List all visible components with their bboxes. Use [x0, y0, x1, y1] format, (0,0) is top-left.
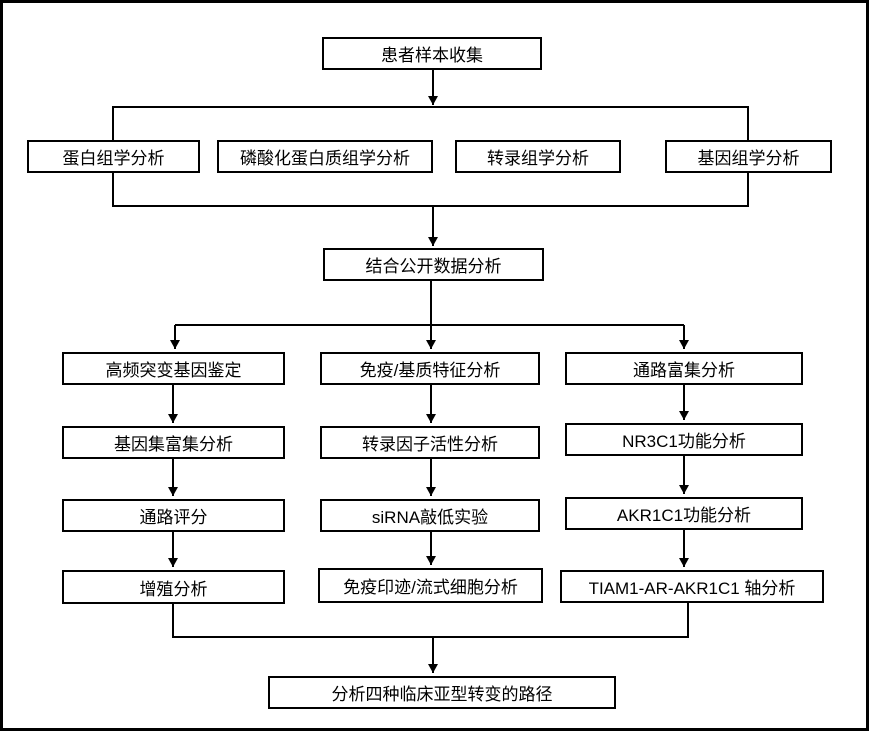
node-immune-stroma-analysis: 免疫/基质特征分析 — [320, 352, 540, 385]
node-tiam1-ar-akr1c1-axis: TIAM1-AR-AKR1C1 轴分析 — [560, 570, 824, 603]
node-mutation-gene-identification: 高频突变基因鉴定 — [62, 352, 285, 385]
node-gene-set-enrichment: 基因集富集分析 — [62, 426, 285, 459]
node-akr1c1-function: AKR1C1功能分析 — [565, 497, 803, 530]
edge-omics-collector-bus — [112, 172, 749, 207]
edge-final-collector-bus — [172, 603, 689, 638]
node-western-flow-analysis: 免疫印迹/流式细胞分析 — [318, 568, 543, 603]
node-transcriptomics-analysis: 转录组学分析 — [455, 140, 621, 173]
node-proteomics-analysis: 蛋白组学分析 — [27, 140, 200, 173]
node-sirna-knockdown: siRNA敲低实验 — [320, 499, 540, 532]
node-nr3c1-function: NR3C1功能分析 — [565, 423, 803, 456]
node-final-subtype-transition: 分析四种临床亚型转变的路径 — [268, 676, 616, 709]
node-proliferation-analysis: 增殖分析 — [62, 570, 285, 604]
node-patient-sample-collection: 患者样本收集 — [322, 37, 542, 70]
node-pathway-scoring: 通路评分 — [62, 499, 285, 532]
node-pathway-enrichment: 通路富集分析 — [565, 352, 803, 385]
node-public-data-analysis: 结合公开数据分析 — [323, 248, 544, 281]
edge-omics-distributor-bus — [112, 106, 749, 141]
node-tf-activity-analysis: 转录因子活性分析 — [320, 426, 540, 459]
node-genomics-analysis: 基因组学分析 — [665, 140, 832, 173]
node-phosphoproteomics-analysis: 磷酸化蛋白质组学分析 — [217, 140, 433, 173]
